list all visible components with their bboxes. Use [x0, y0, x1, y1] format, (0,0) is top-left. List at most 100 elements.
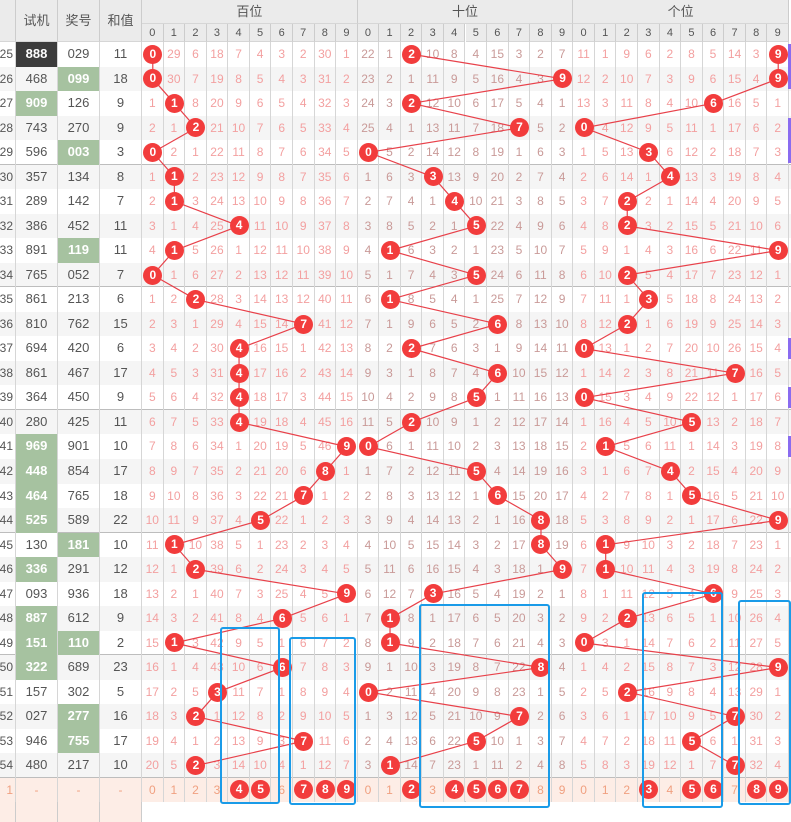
selector-digit[interactable]: 4 — [659, 777, 682, 802]
omission-cell: 6 — [487, 630, 509, 656]
selector-digit[interactable]: 0 — [142, 777, 164, 802]
omission-cell — [552, 66, 574, 92]
digit-header[interactable]: 2 — [185, 24, 207, 42]
selected-digit-ball[interactable]: 8 — [315, 780, 335, 800]
draw-header[interactable]: 奖号 — [58, 0, 100, 42]
digit-header[interactable]: 7 — [292, 24, 315, 42]
selected-digit-ball[interactable]: 7 — [509, 780, 529, 800]
selected-digit-ball[interactable]: 3 — [639, 780, 659, 800]
omission-cell: 8 — [552, 753, 574, 778]
sum-value: 7 — [100, 262, 142, 288]
omission-cell: 3 — [336, 508, 358, 533]
selected-digit-ball[interactable]: 9 — [768, 780, 788, 800]
selector-digit[interactable]: 2 — [616, 777, 639, 802]
digit-header[interactable]: 2 — [400, 24, 423, 42]
selector-digit[interactable]: 3 — [206, 777, 229, 802]
omission-cell: 3 — [444, 262, 466, 288]
digit-header[interactable]: 5 — [465, 24, 488, 42]
digit-header[interactable]: 9 — [336, 24, 358, 42]
selector-digit[interactable]: 2 — [185, 777, 207, 802]
digit-header[interactable]: 0 — [573, 24, 595, 42]
omission-cell: 15 — [681, 213, 703, 239]
digit-header[interactable]: 9 — [767, 24, 789, 42]
selected-digit-ball[interactable]: 5 — [466, 780, 486, 800]
sum-header[interactable]: 和值 — [100, 0, 142, 42]
omission-cell: 24 — [746, 557, 768, 582]
digit-header[interactable]: 4 — [443, 24, 466, 42]
selector-digit[interactable]: 0 — [573, 777, 595, 802]
omission-cell: 2 — [616, 655, 639, 680]
selected-digit-ball[interactable]: 6 — [488, 780, 508, 800]
selector-digit[interactable]: 6 — [271, 777, 293, 802]
omission-cell: 1 — [185, 311, 207, 337]
omission-cell: 2 — [552, 606, 574, 631]
digit-header[interactable]: 7 — [724, 24, 746, 42]
omission-cell: 2 — [271, 704, 293, 729]
group-header-shi: 十位 — [357, 0, 574, 24]
selected-digit-ball[interactable]: 7 — [294, 780, 314, 800]
omission-cell: 3 — [767, 311, 789, 337]
omission-cell: 4 — [703, 189, 725, 214]
omission-cell: 13 — [228, 189, 250, 214]
selector-digit[interactable]: 0 — [357, 777, 380, 802]
digit-header[interactable]: 1 — [379, 24, 401, 42]
selected-digit-ball[interactable]: 4 — [445, 780, 465, 800]
omission-cell: 1 — [444, 213, 466, 239]
hit-ball: 0 — [143, 44, 163, 64]
omission-cell: 3 — [487, 434, 509, 459]
digit-header[interactable]: 3 — [638, 24, 660, 42]
digit-header[interactable]: 0 — [357, 24, 380, 42]
digit-header[interactable]: 6 — [487, 24, 509, 42]
selected-digit-ball[interactable]: 6 — [704, 780, 724, 800]
digit-header[interactable]: 3 — [422, 24, 444, 42]
omission-cell — [228, 385, 250, 410]
digit-header[interactable]: 2 — [616, 24, 639, 42]
selector-digit[interactable]: 8 — [530, 777, 552, 802]
digit-header[interactable]: 8 — [530, 24, 552, 42]
digit-header[interactable]: 9 — [551, 24, 574, 42]
digit-header[interactable]: 0 — [142, 24, 164, 42]
omission-cell: 5 — [638, 409, 660, 435]
omission-cell: 9 — [250, 164, 272, 190]
selected-digit-ball[interactable]: 8 — [747, 780, 767, 800]
selector-digit[interactable]: 9 — [551, 777, 574, 802]
omission-cell: 4 — [250, 42, 272, 67]
omission-cell: 13 — [703, 409, 725, 435]
digit-header[interactable]: 5 — [249, 24, 272, 42]
selected-digit-ball[interactable]: 5 — [251, 780, 271, 800]
omission-cell: 13 — [681, 164, 703, 190]
sum-value: 18 — [100, 483, 142, 509]
digit-header[interactable]: 4 — [228, 24, 250, 42]
omission-cell: 3 — [487, 557, 509, 582]
digit-header[interactable]: 3 — [206, 24, 229, 42]
omission-cell: 3 — [379, 91, 401, 116]
selected-digit-ball[interactable]: 5 — [682, 780, 702, 800]
digit-header[interactable]: 4 — [659, 24, 682, 42]
period-cell: 40 — [0, 409, 16, 435]
omission-cell: 4 — [530, 753, 552, 778]
omission-cell: 6 — [250, 91, 272, 116]
omission-cell: 24 — [207, 189, 229, 214]
omission-cell: 6 — [703, 66, 725, 92]
draw-number: 134 — [58, 164, 100, 190]
digit-header[interactable]: 1 — [594, 24, 617, 42]
period-header[interactable] — [0, 0, 16, 42]
selector-digit[interactable]: 1 — [594, 777, 617, 802]
selected-digit-ball[interactable]: 9 — [337, 780, 357, 800]
selected-digit-ball[interactable]: 4 — [229, 780, 249, 800]
digit-header[interactable]: 7 — [508, 24, 531, 42]
test-header[interactable]: 试机 — [16, 0, 58, 42]
selector-digit[interactable]: 1 — [163, 777, 186, 802]
selector-digit[interactable]: 7 — [724, 777, 746, 802]
draw-number: 425 — [58, 409, 100, 435]
digit-header[interactable]: 1 — [163, 24, 186, 42]
digit-header[interactable]: 8 — [745, 24, 768, 42]
digit-header[interactable]: 6 — [271, 24, 293, 42]
omission-cell: 5 — [767, 630, 789, 656]
digit-header[interactable]: 8 — [314, 24, 337, 42]
digit-header[interactable]: 6 — [702, 24, 725, 42]
selected-digit-ball[interactable]: 2 — [402, 780, 422, 800]
digit-header[interactable]: 5 — [681, 24, 703, 42]
selector-digit[interactable]: 1 — [379, 777, 401, 802]
selector-digit[interactable]: 3 — [422, 777, 444, 802]
